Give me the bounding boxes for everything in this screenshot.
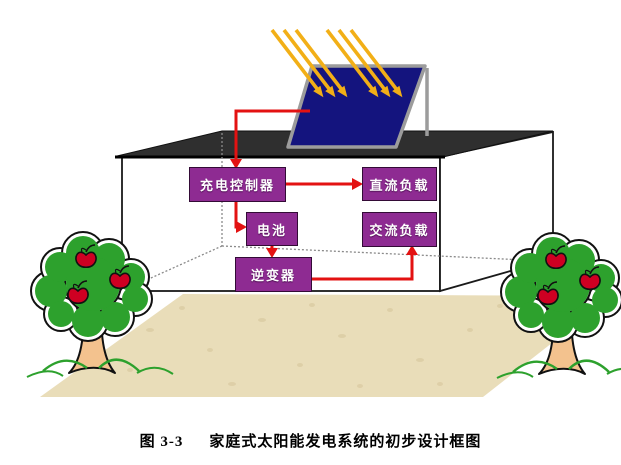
block-label: 交流负载 xyxy=(369,223,430,238)
block-label: 充电控制器 xyxy=(199,178,275,193)
sun-rays xyxy=(270,28,403,98)
figure-caption-label: 图 3-3 xyxy=(139,434,184,450)
block-inverter: 逆变器 xyxy=(235,257,312,292)
figure-caption-title: 家庭式太阳能发电系统的初步设计框图 xyxy=(209,434,482,450)
block-label: 电池 xyxy=(256,222,287,238)
house xyxy=(115,130,554,293)
arrow-inverter-to-acload xyxy=(312,254,414,281)
block-label: 直流负载 xyxy=(369,177,430,193)
block-label: 逆变器 xyxy=(250,268,296,283)
ground-speckles xyxy=(127,303,533,388)
figure-caption: 图 3-3 家庭式太阳能发电系统的初步设计框图 xyxy=(0,430,621,451)
block-battery: 电池 xyxy=(246,212,298,246)
arrow-panel-to-controller xyxy=(234,109,310,160)
block-charge-controller: 充电控制器 xyxy=(189,167,286,202)
solar-panel xyxy=(286,64,429,149)
flow-arrows xyxy=(230,109,418,281)
ground xyxy=(40,294,612,397)
block-dc-load: 直流负载 xyxy=(362,167,437,201)
block-ac-load: 交流负载 xyxy=(362,212,437,247)
